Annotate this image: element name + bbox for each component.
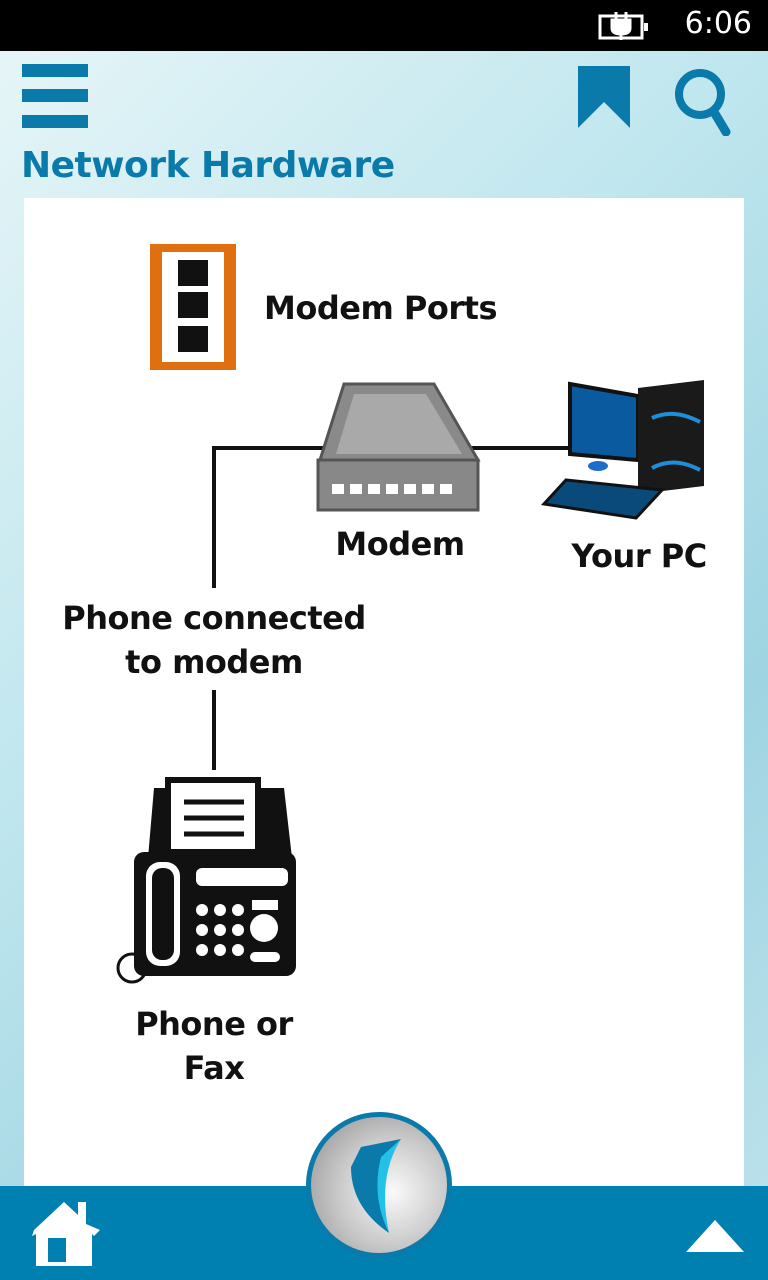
phone-fax-line1: Phone or bbox=[135, 1005, 293, 1043]
scroll-up-icon[interactable] bbox=[686, 1220, 744, 1252]
phone-fax-line2: Fax bbox=[183, 1049, 245, 1087]
diagram-card: Modem Ports Modem Your PC Phone connecte… bbox=[24, 198, 744, 1188]
modem-icon bbox=[316, 382, 481, 512]
phone-fax-icon bbox=[116, 777, 296, 984]
pc-icon bbox=[540, 380, 704, 520]
bookmark-icon[interactable] bbox=[578, 66, 630, 128]
phone-connected-label: Phone connected to modem bbox=[44, 596, 384, 684]
modem-label: Modem bbox=[335, 525, 465, 563]
network-diagram bbox=[116, 244, 704, 984]
modem-ports-label: Modem Ports bbox=[264, 289, 497, 327]
search-icon[interactable] bbox=[674, 66, 734, 136]
hamburger-menu-icon[interactable] bbox=[22, 64, 88, 128]
connection-lines bbox=[212, 446, 584, 770]
phone-connected-line1: Phone connected bbox=[62, 599, 366, 637]
clock: 6:06 bbox=[684, 6, 752, 41]
pc-label: Your PC bbox=[571, 537, 707, 575]
app-logo-icon bbox=[351, 1139, 401, 1233]
phone-connected-line2: to modem bbox=[125, 643, 303, 681]
home-icon[interactable] bbox=[30, 1200, 102, 1266]
modem-ports-icon bbox=[150, 244, 236, 370]
battery-charging-icon bbox=[598, 12, 648, 40]
app-logo[interactable] bbox=[306, 1112, 452, 1258]
phone-fax-label: Phone or Fax bbox=[114, 1002, 314, 1090]
status-bar: 6:06 bbox=[0, 0, 768, 51]
page-title: Network Hardware bbox=[21, 145, 395, 186]
